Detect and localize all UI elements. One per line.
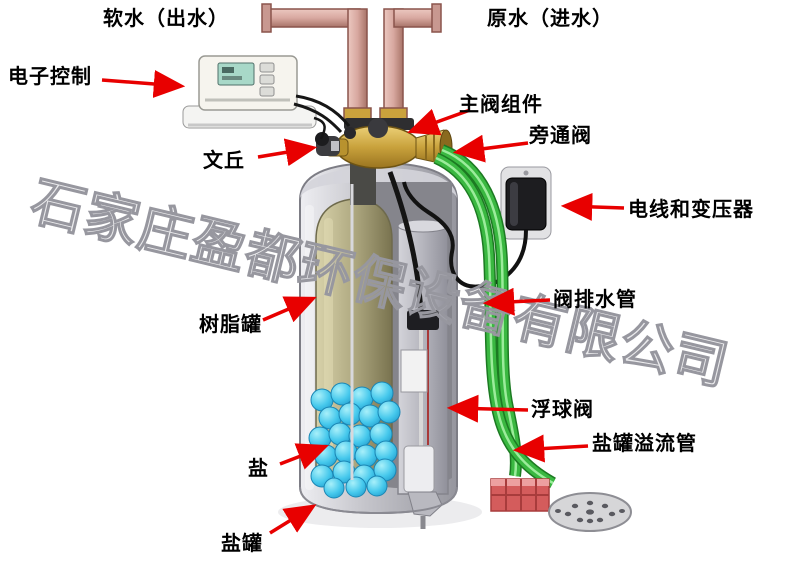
arrow-salt-overflow <box>512 434 589 463</box>
label-raw-water-inlet: 原水（进水） <box>487 6 613 30</box>
arrow-float-valve <box>446 394 529 423</box>
label-valve-drain-pipe: 阀排水管 <box>553 287 637 311</box>
pointer-arrows <box>101 70 625 535</box>
label-salt: 盐 <box>248 456 269 480</box>
riser-neck <box>350 163 376 205</box>
inlet-outlet-pipes <box>261 3 442 121</box>
arrow-main-valve <box>407 108 471 136</box>
label-float-valve: 浮球阀 <box>531 397 594 421</box>
arrow-bypass-valve <box>452 134 529 163</box>
arrow-resin-tank <box>262 296 317 323</box>
label-resin-tank: 树脂罐 <box>199 312 262 336</box>
label-salt-tank: 盐罐 <box>221 531 263 555</box>
brick-drain <box>490 478 550 512</box>
float-valve-graphic <box>400 310 443 529</box>
salt-pellets <box>308 381 401 499</box>
arrow-electronic-control <box>101 70 186 98</box>
label-main-valve-assembly: 主阀组件 <box>459 92 543 116</box>
label-wire-and-transformer: 电线和变压器 <box>628 197 754 221</box>
control-unit-graphic <box>182 55 351 140</box>
arrow-venturi <box>257 138 318 167</box>
brine-line <box>387 171 424 311</box>
main-valve-graphic <box>325 118 453 169</box>
arrow-salt-tank <box>269 504 317 535</box>
label-soft-water-outlet: 软水（出水） <box>103 6 229 30</box>
floor-drain <box>548 492 632 532</box>
arrow-transformer <box>560 192 625 221</box>
arrow-salt <box>279 443 329 470</box>
label-venturi: 文丘 <box>203 148 245 172</box>
label-electronic-control: 电子控制 <box>8 64 92 88</box>
label-bypass-valve: 旁通阀 <box>529 123 592 147</box>
label-salt-tank-overflow: 盐罐溢流管 <box>592 431 697 455</box>
venturi-graphic <box>315 132 340 156</box>
tank-bottom-rim <box>299 486 458 515</box>
arrow-valve-drain <box>482 287 551 316</box>
